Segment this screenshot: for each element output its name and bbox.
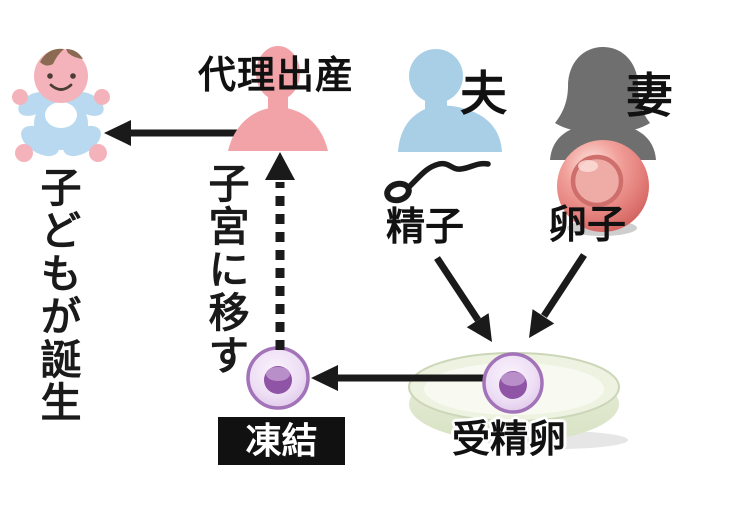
husband-silhouette bbox=[398, 49, 502, 152]
arrow-surrogate-to-baby bbox=[104, 120, 252, 146]
arrow-egg-to-dish bbox=[529, 253, 587, 338]
sperm-icon bbox=[384, 160, 491, 204]
arrow-dish-to-frozen bbox=[311, 365, 484, 391]
transfer-to-uterus-note: 子宮に移す bbox=[202, 162, 248, 377]
arrow-sperm-to-dish bbox=[434, 256, 492, 342]
fertilized-egg-label: 受精卵 bbox=[452, 419, 567, 461]
frozen-badge: 凍結 bbox=[218, 417, 345, 465]
baby-icon bbox=[12, 48, 110, 162]
egg-label: 卵子 bbox=[548, 204, 627, 247]
arrow-frozen-to-uterus-dashed bbox=[265, 152, 295, 350]
husband-label: 夫 bbox=[460, 67, 507, 120]
fertilized-egg-icon bbox=[482, 352, 544, 414]
egg-icon bbox=[557, 140, 649, 236]
child-born-note: 子どもが誕生 bbox=[34, 166, 80, 424]
sperm-label: 精子 bbox=[386, 206, 465, 249]
frozen-embryo-icon bbox=[246, 346, 310, 410]
frozen-label: 凍結 bbox=[245, 420, 318, 461]
surrogate-label: 代理出産 bbox=[198, 55, 355, 97]
wife-label: 妻 bbox=[626, 69, 673, 122]
surrogate-silhouette bbox=[228, 46, 328, 151]
